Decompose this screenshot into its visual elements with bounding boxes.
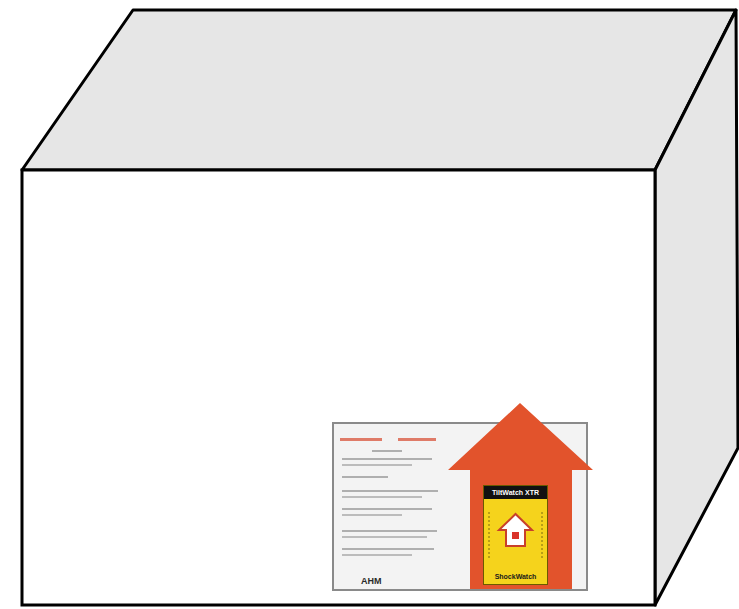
blurred-line <box>342 514 402 516</box>
blurred-heading <box>398 438 436 441</box>
box-top-face <box>22 10 736 170</box>
indicator-bead <box>512 532 519 539</box>
up-arrow <box>448 403 593 589</box>
house-arrow <box>499 514 532 546</box>
blurred-line <box>342 496 422 498</box>
blurred-line <box>342 548 434 550</box>
label-card: AHM TiltWatch XTR ShockWatch <box>333 423 587 590</box>
blurred-line <box>342 464 412 466</box>
logo-text: AHM <box>361 577 382 586</box>
scale-mark <box>489 512 490 558</box>
blurred-heading <box>340 438 382 441</box>
blurred-line <box>342 458 432 460</box>
blurred-line <box>342 530 437 532</box>
brand-name: ShockWatch <box>484 573 547 580</box>
blurred-line <box>342 490 438 492</box>
indicator-symbol <box>489 512 542 558</box>
blurred-line <box>372 450 402 452</box>
blurred-line <box>342 536 427 538</box>
box-right-face <box>655 10 738 605</box>
blurred-line <box>342 476 388 478</box>
blurred-text <box>340 438 438 556</box>
blurred-line <box>342 554 412 556</box>
blurred-line <box>342 508 432 510</box>
box-front-face <box>22 170 655 605</box>
product-name: TiltWatch XTR <box>484 486 547 499</box>
tilt-indicator: TiltWatch XTR ShockWatch <box>483 485 548 585</box>
scale-mark <box>542 512 543 558</box>
